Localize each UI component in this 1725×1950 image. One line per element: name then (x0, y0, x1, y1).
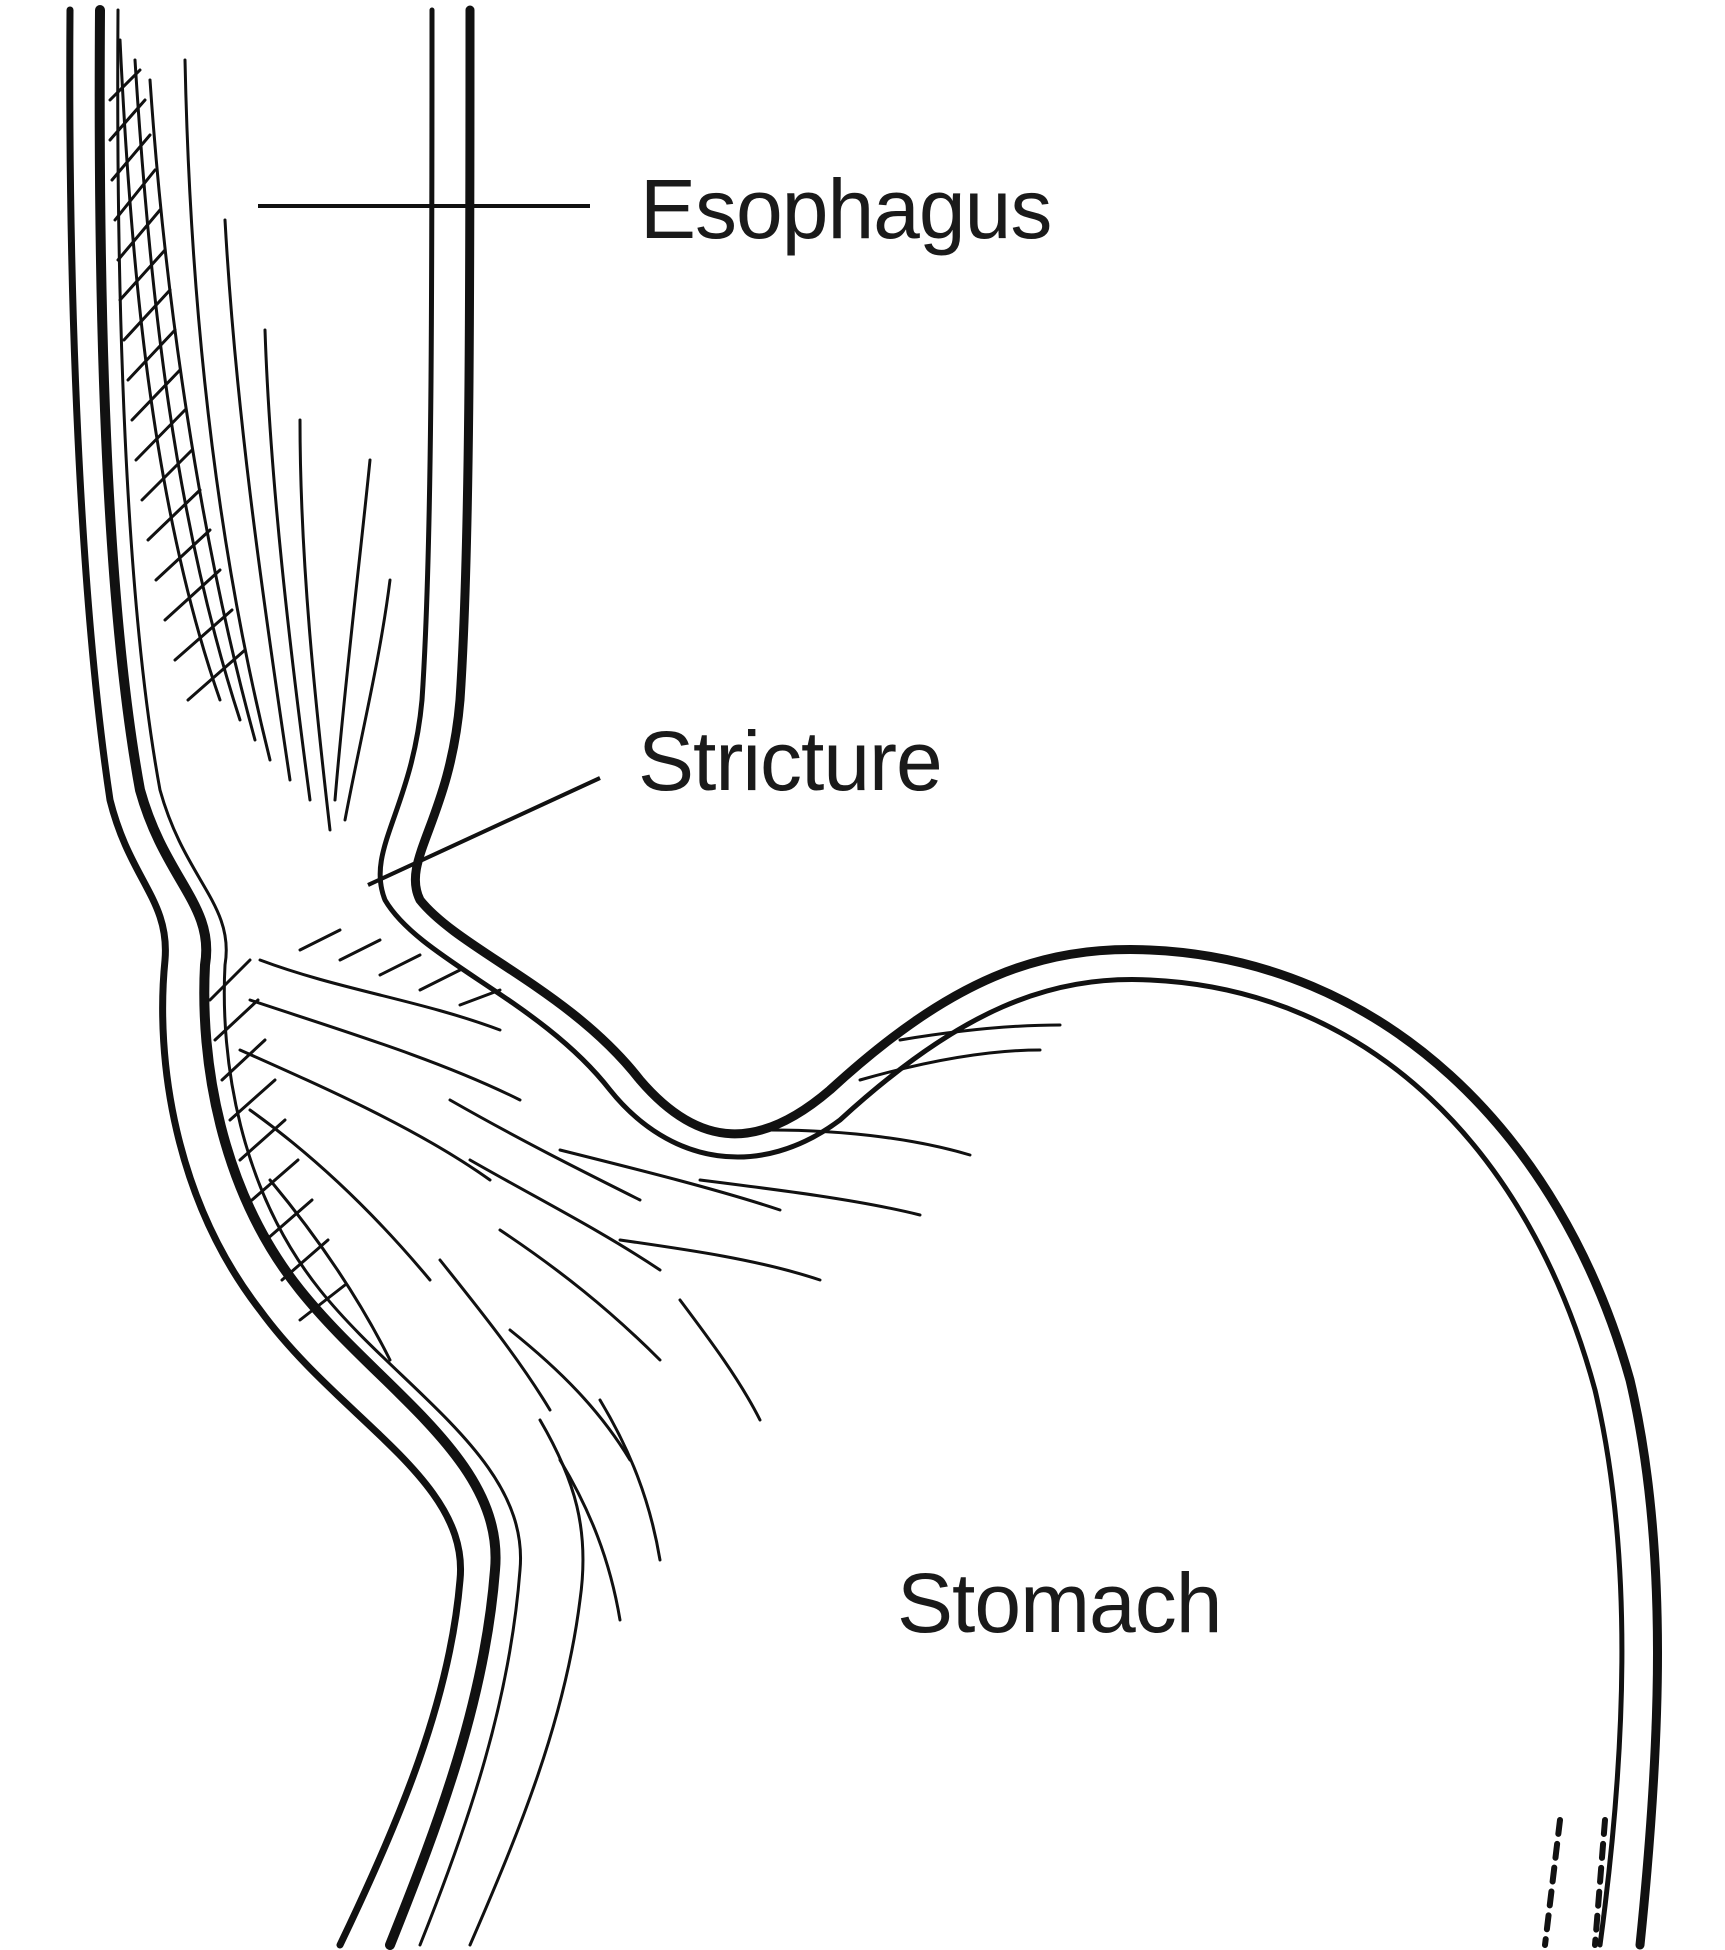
left-inner-wall-2 (116, 8, 522, 1947)
esophagus-hatching (108, 38, 392, 832)
stricture-leader-line (367, 776, 601, 887)
left-outer-wall (66, 6, 464, 1949)
left-inner-wall-3 (468, 1418, 585, 1947)
esophagus-label: Esophagus (640, 162, 1051, 256)
stricture-label: Stricture (638, 714, 942, 808)
right-esophagus-inner (377, 7, 1625, 1948)
stomach-label: Stomach (897, 1556, 1222, 1650)
stomach-hatching (208, 928, 1062, 1622)
right-esophagus-outer (410, 5, 1662, 1950)
dashed-ends (1542, 1817, 1608, 1948)
left-inner-wall (94, 5, 501, 1950)
